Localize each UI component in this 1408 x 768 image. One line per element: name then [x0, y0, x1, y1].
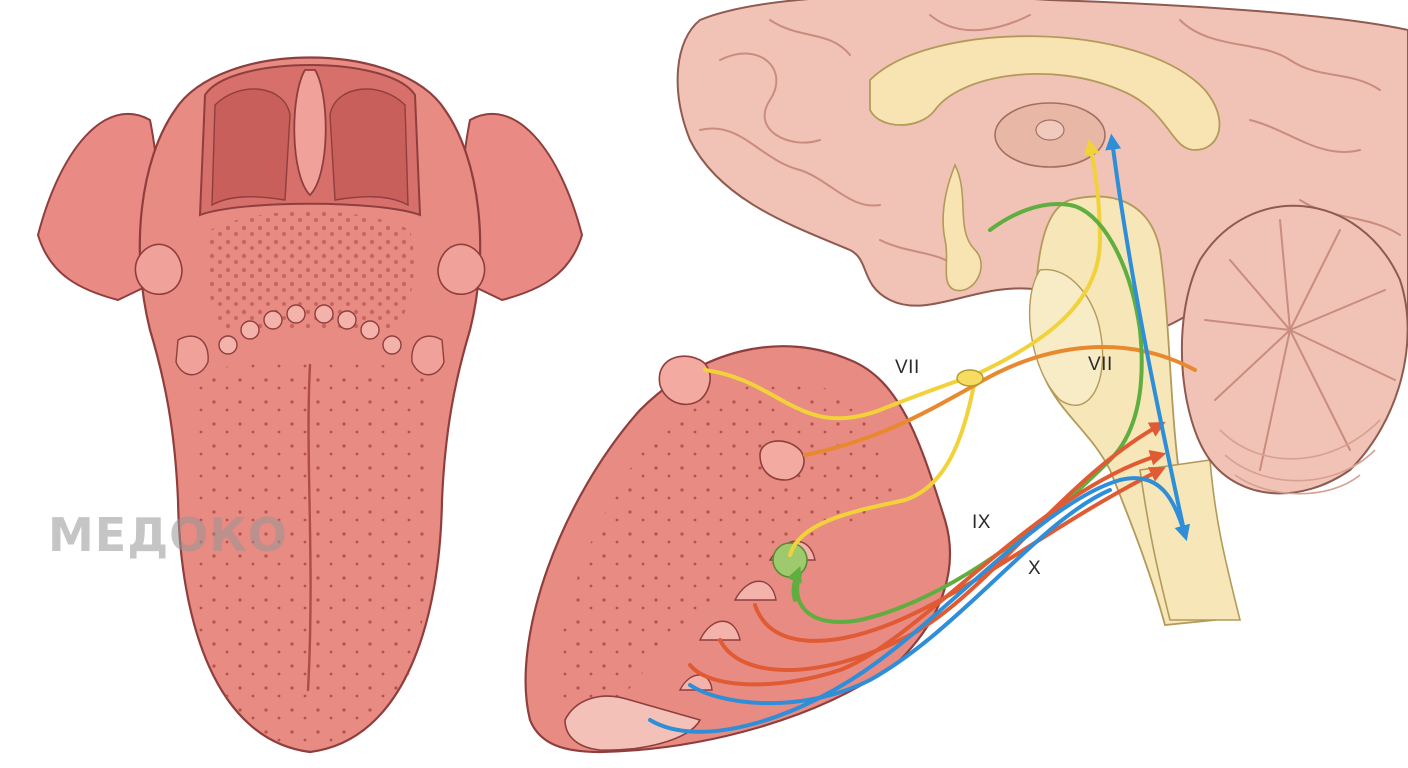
nerve-ix-upward-arrow: [787, 566, 802, 602]
nerve-x-vagus-lower: [688, 488, 1112, 706]
nerve-vii-ascending: [973, 138, 1103, 377]
tongue-cut-face: [564, 695, 702, 752]
foliate-papillae-right: [411, 335, 445, 376]
palatine-tonsil-right: [437, 243, 486, 295]
tongue-sagittal-view: [524, 345, 952, 754]
vallecula-right: [329, 88, 409, 207]
tongue-sagittal-papillae: [558, 381, 895, 700]
nerve-x-vagus: [648, 476, 1191, 734]
nerve-x-ascending: [1105, 133, 1187, 537]
label-ix: IX: [972, 512, 991, 533]
taste-bud-cluster: [772, 542, 808, 578]
geniculate-ganglion: [956, 369, 984, 387]
pituitary: [942, 163, 982, 292]
palatine-tonsil-left: [134, 243, 183, 295]
median-sulcus: [306, 363, 312, 692]
nerve-ix-glossopharyngeal: [795, 202, 1144, 624]
brain-sagittal-section: [676, 0, 1408, 626]
afferent-line-1: [753, 467, 1166, 643]
circumvallate-papilla: [759, 440, 805, 481]
cerebellum: [1180, 204, 1408, 495]
corpus-callosum: [869, 35, 1221, 151]
pons: [1028, 268, 1104, 406]
fungiform-papilla-tip: [658, 355, 711, 406]
foliate-papillae-left: [175, 335, 209, 376]
lingual-tonsil: [205, 211, 415, 330]
vallate-papillae: [218, 304, 402, 355]
nerve-vii-lower-branch: [788, 378, 977, 557]
label-vii-upper: VII: [895, 357, 920, 378]
epiglottis: [293, 69, 327, 197]
tongue-dorsal-view: [36, 56, 584, 754]
vallecula-left: [211, 88, 291, 207]
nerve-pathways: [648, 133, 1197, 734]
label-x: X: [1028, 558, 1041, 579]
nerve-vii-chorda-tympani: [703, 368, 977, 421]
label-vii-brainstem: VII: [1088, 354, 1113, 375]
afferent-line-3: [688, 450, 1167, 687]
